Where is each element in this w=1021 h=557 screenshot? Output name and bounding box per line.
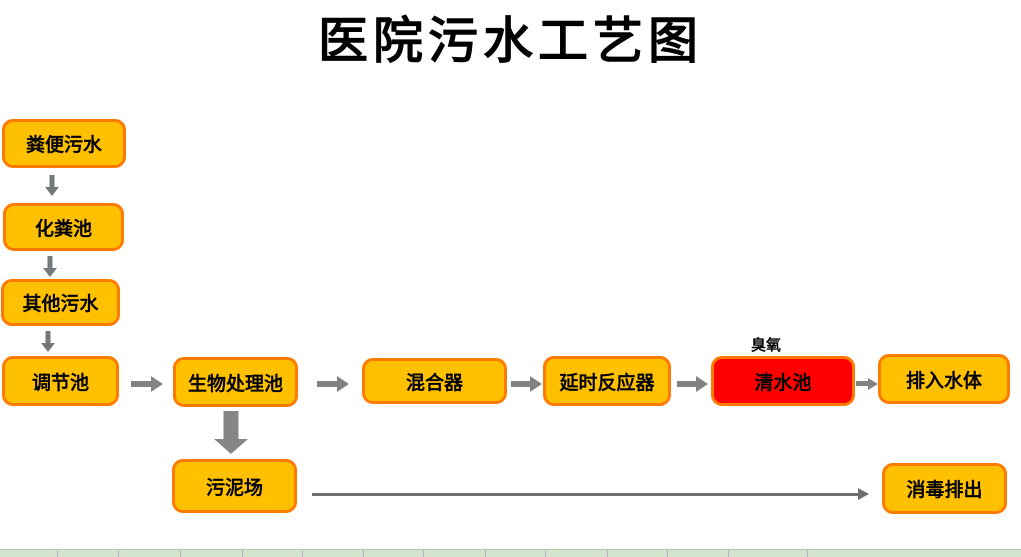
strip-divider [423,550,424,557]
node-septic-tank: 化粪池 [3,203,124,251]
right-arrow-icon [677,375,708,392]
strip-divider [302,550,303,557]
right-arrow-icon [131,375,163,392]
node-other-sewage: 其他污水 [1,279,120,326]
strip-divider [807,550,808,557]
node-bio-treatment-tank: 生物处理池 [173,357,298,407]
strip-divider [180,550,181,557]
down-arrow-icon [44,175,60,196]
node-disinfect-discharge: 消毒排出 [882,463,1007,514]
ozone-label: 臭氧 [751,337,782,354]
strip-divider [242,550,243,557]
node-delay-reactor: 延时反应器 [543,356,671,406]
long-right-arrow-icon [312,488,869,500]
right-arrow-icon [511,375,542,392]
diagram-title: 医院污水工艺图 [318,13,703,69]
strip-divider [607,550,608,557]
strip-divider [667,550,668,557]
right-arrow-icon [856,377,878,390]
node-regulating-tank: 调节池 [2,356,119,406]
node-mixer: 混合器 [362,358,507,404]
strip-divider [57,550,58,557]
big-down-arrow-icon [213,411,248,454]
down-arrow-icon [40,331,56,352]
strip-divider [728,550,729,557]
down-arrow-icon [42,256,58,277]
node-discharge-to-water: 排入水体 [878,354,1010,404]
bottom-strip [0,549,1021,557]
strip-divider [545,550,546,557]
strip-divider [363,550,364,557]
right-arrow-icon [317,375,349,392]
strip-divider [118,550,119,557]
node-clear-water-tank: 清水池 [711,356,855,406]
node-sludge-yard: 污泥场 [172,459,297,513]
node-fecal-sewage: 粪便污水 [2,119,126,168]
strip-divider [485,550,486,557]
